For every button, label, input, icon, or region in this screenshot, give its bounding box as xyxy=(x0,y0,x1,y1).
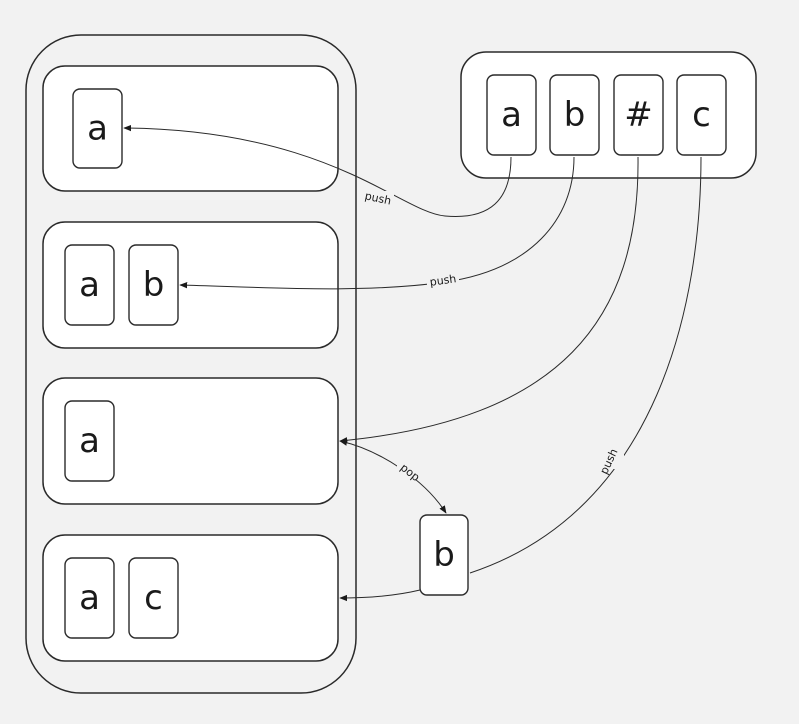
stack-cell-label: a xyxy=(79,421,100,461)
stack-state-3: a xyxy=(42,377,339,505)
input-symbol-cell xyxy=(613,74,664,156)
edge-label-push-a: push xyxy=(364,189,393,207)
edge-push-a xyxy=(123,124,512,217)
stack-cell-label: c xyxy=(144,578,163,618)
input-sequence: a b # c xyxy=(460,51,757,179)
stack-cell xyxy=(72,88,123,169)
edge-hash xyxy=(339,156,639,444)
stack-cell xyxy=(64,557,115,639)
edge-label-bg xyxy=(427,273,459,288)
stack-cell xyxy=(64,400,115,482)
stack-history-container xyxy=(25,34,357,694)
edge-label-bg xyxy=(362,191,394,206)
popped-element: b xyxy=(419,514,469,596)
edge-label-bg xyxy=(397,465,423,480)
input-symbol-label: a xyxy=(501,95,522,135)
input-symbol-label: b xyxy=(564,95,586,135)
edge-label-bg xyxy=(594,454,624,469)
stack-state-3-frame xyxy=(42,377,339,505)
stack-cell xyxy=(128,557,179,639)
edge-label-push-b: push xyxy=(429,272,457,289)
popped-cell-label: b xyxy=(433,535,455,575)
edge-label-pop-b: pop xyxy=(398,461,422,484)
input-symbol-label: c xyxy=(692,95,711,135)
stack-cell-label: a xyxy=(87,109,108,149)
input-symbol-label: # xyxy=(624,95,653,135)
edge-push-c-lower xyxy=(339,589,421,602)
stack-cell-label: b xyxy=(143,265,165,305)
input-symbol-cell xyxy=(486,74,537,156)
stack-state-4-frame xyxy=(42,534,339,662)
stack-cell-label: a xyxy=(79,265,100,305)
input-symbol-cell xyxy=(549,74,600,156)
input-symbol-cell xyxy=(676,74,727,156)
popped-cell xyxy=(419,514,469,596)
stack-cell xyxy=(64,244,115,326)
stack-cell xyxy=(128,244,179,326)
edge-push-c-upper xyxy=(469,156,702,574)
stack-state-4: a c xyxy=(42,534,339,662)
stack-cell-label: a xyxy=(79,578,100,618)
stack-state-1: a xyxy=(42,65,339,192)
